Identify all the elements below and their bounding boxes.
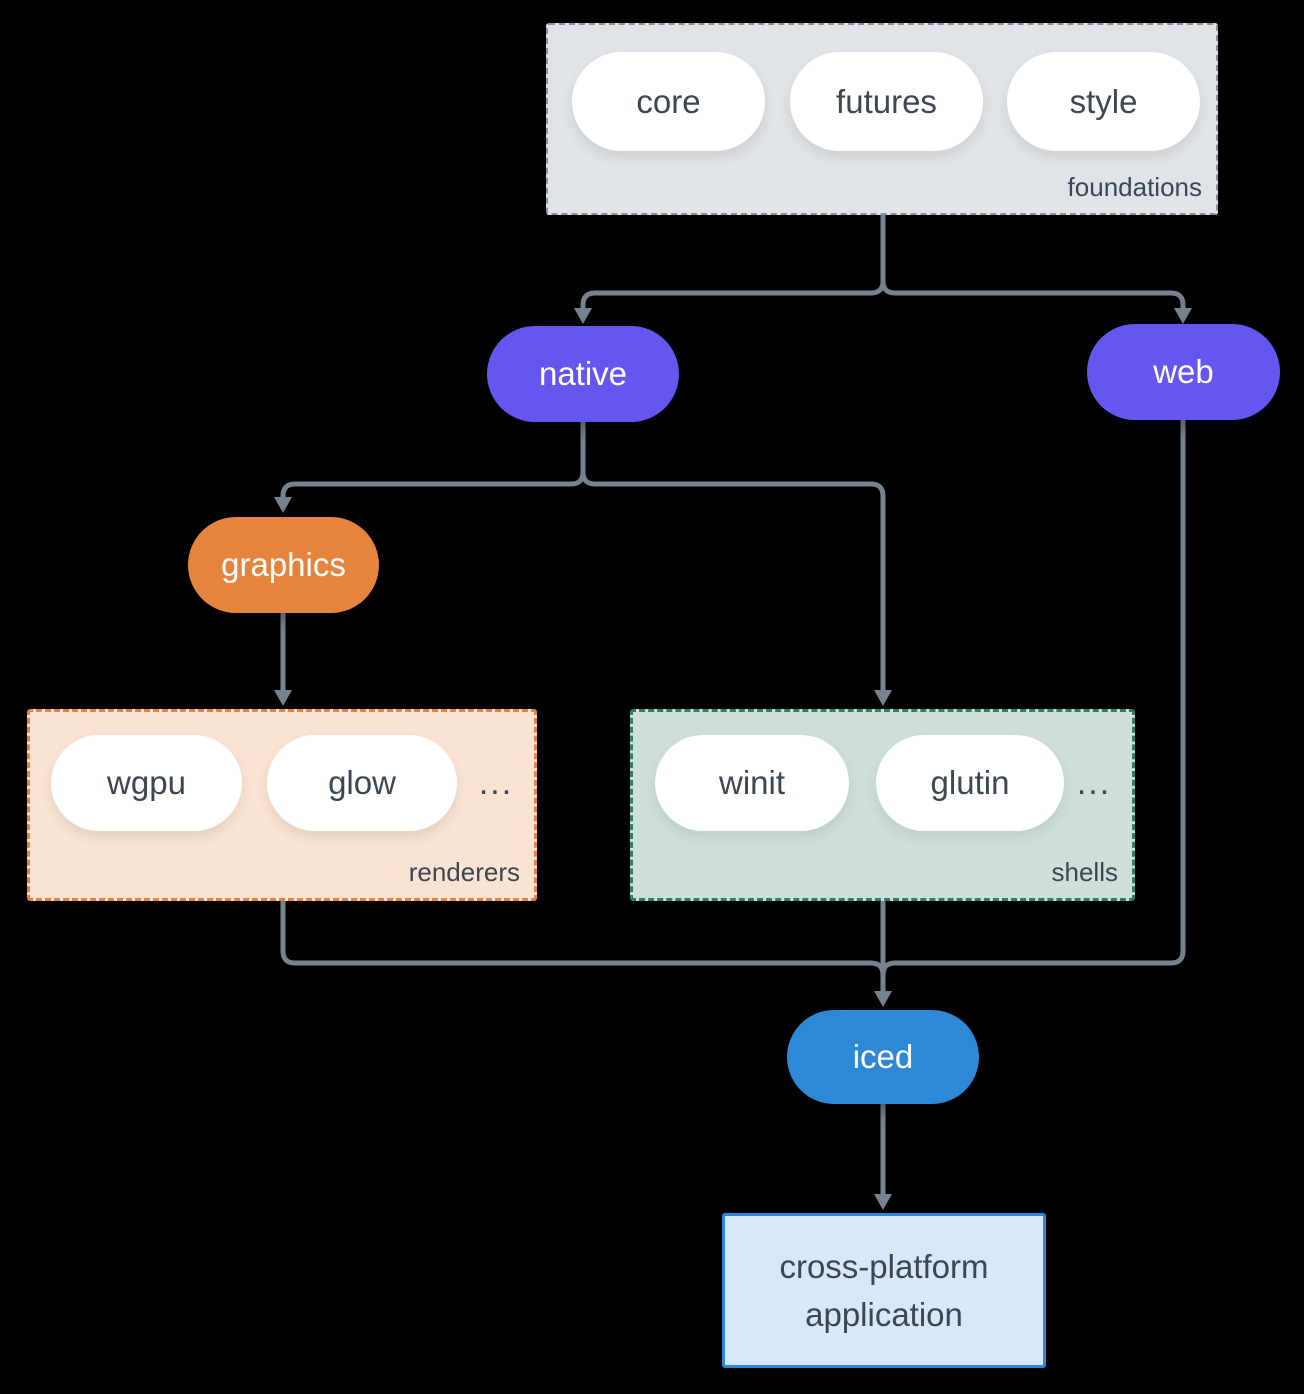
node-core-label: core bbox=[636, 82, 701, 120]
node-glutin: glutin bbox=[876, 735, 1064, 831]
foundations-group: core futures style foundations bbox=[546, 23, 1218, 215]
arrowhead-iced bbox=[874, 991, 892, 1007]
foundations-group-label: foundations bbox=[1067, 172, 1202, 202]
arrowhead-web bbox=[1174, 308, 1192, 324]
node-wgpu: wgpu bbox=[51, 735, 242, 831]
node-native-label: native bbox=[538, 355, 628, 392]
node-web: web bbox=[1087, 324, 1280, 420]
node-futures-label: futures bbox=[836, 82, 937, 120]
node-graphics-label: graphics bbox=[221, 546, 346, 583]
node-glutin-label: glutin bbox=[930, 764, 1010, 801]
node-wgpu-label: wgpu bbox=[107, 764, 186, 801]
arrowhead-native bbox=[574, 308, 592, 324]
node-glow: glow bbox=[267, 735, 457, 831]
shells-group-label: shells bbox=[1051, 857, 1118, 887]
application-node: cross-platform application bbox=[722, 1213, 1046, 1368]
shells-group: winit glutin ... shells bbox=[630, 709, 1135, 901]
edge-native-graphics bbox=[280, 422, 586, 499]
node-winit: winit bbox=[655, 735, 849, 831]
renderers-ellipsis: ... bbox=[478, 763, 514, 802]
edge-foundations-native bbox=[580, 215, 886, 309]
node-web-label: web bbox=[1153, 353, 1214, 390]
shells-ellipsis: ... bbox=[1076, 763, 1112, 802]
application-label: cross-platform application bbox=[779, 1247, 989, 1333]
renderers-group: wgpu glow ... renderers bbox=[27, 709, 537, 901]
node-winit-label: winit bbox=[718, 764, 786, 801]
arrowhead-renderers bbox=[274, 690, 292, 706]
renderers-group-label: renderers bbox=[408, 857, 520, 887]
edge-foundations-web bbox=[880, 215, 1186, 309]
node-glow-label: glow bbox=[328, 764, 396, 801]
arrowhead-shells bbox=[874, 690, 892, 706]
node-core: core bbox=[572, 52, 765, 151]
node-futures: futures bbox=[790, 52, 983, 151]
node-iced: iced bbox=[787, 1010, 979, 1104]
node-iced-label: iced bbox=[852, 1038, 914, 1075]
arrowhead-app bbox=[874, 1194, 892, 1210]
node-graphics: graphics bbox=[188, 517, 379, 613]
edge-renderers-iced bbox=[280, 901, 886, 976]
arrowhead-graphics bbox=[274, 497, 292, 513]
edge-native-shells bbox=[580, 422, 886, 692]
node-style: style bbox=[1007, 52, 1200, 151]
node-native: native bbox=[487, 326, 679, 422]
node-style-label: style bbox=[1069, 82, 1138, 120]
